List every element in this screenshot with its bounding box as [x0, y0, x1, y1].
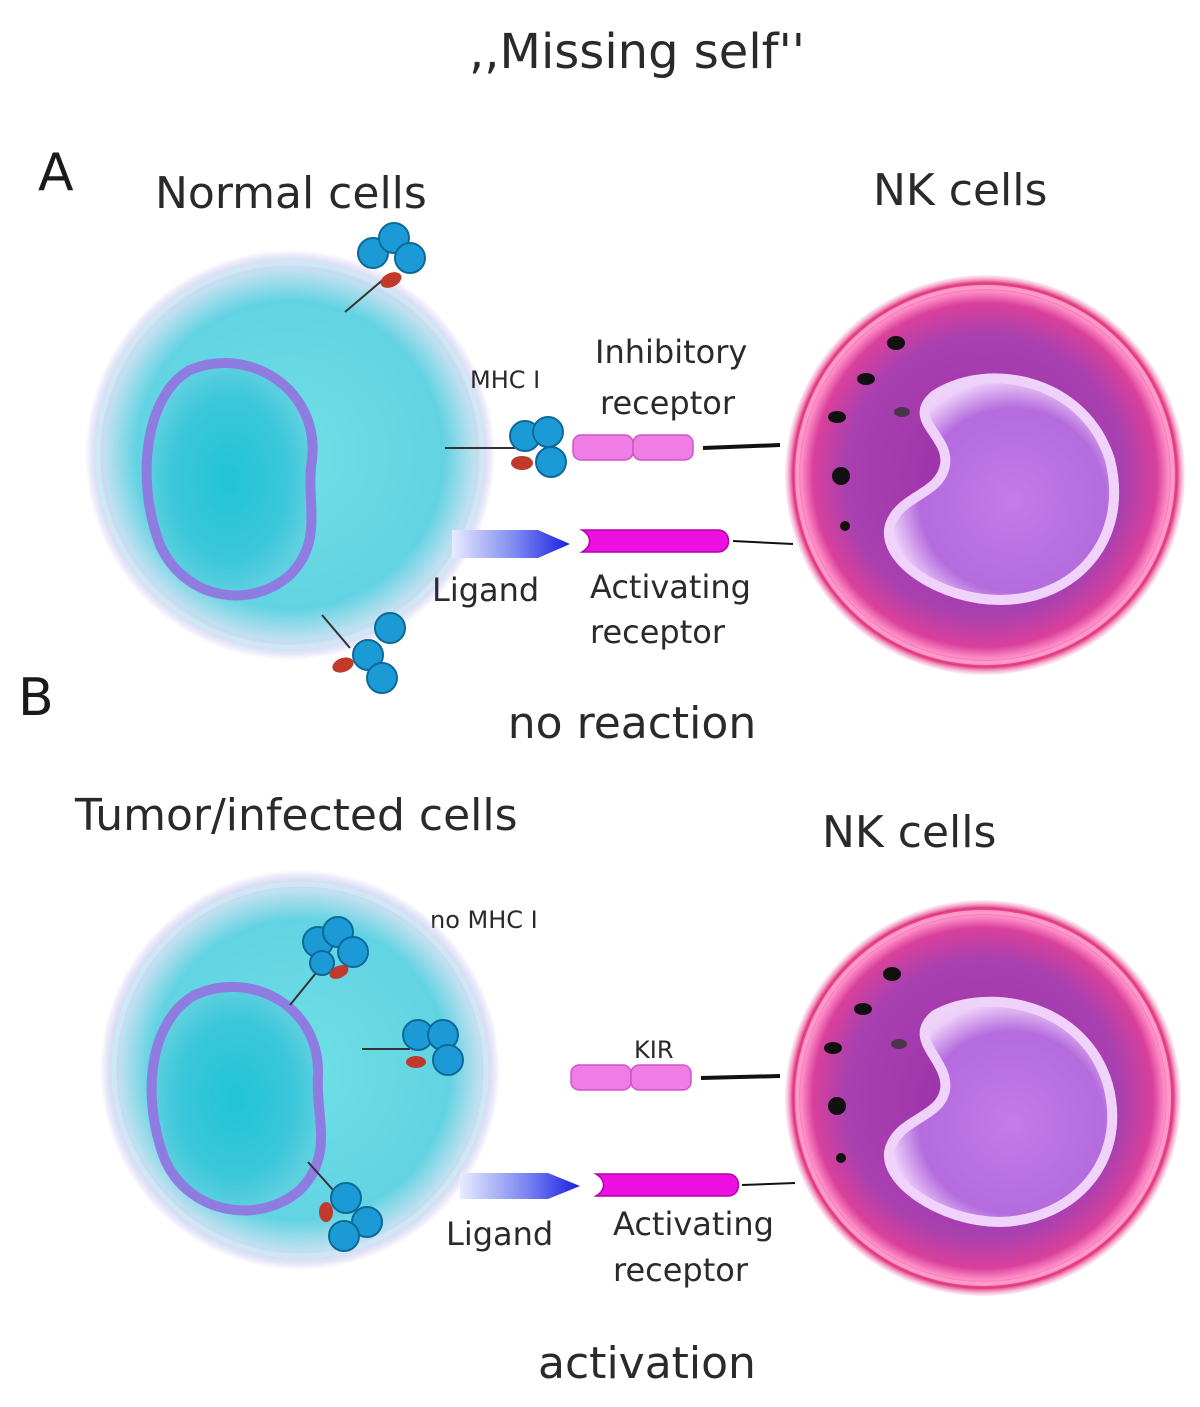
tumor-cell-b — [100, 870, 500, 1270]
panel-b-letter: B — [18, 668, 54, 728]
outcome-no-reaction: no reaction — [508, 698, 756, 749]
ligand-label-b: Ligand — [446, 1215, 553, 1253]
mhc-cluster-bottom-a — [321, 612, 406, 694]
inhibitory-receptor-line1: Inhibitory — [595, 333, 747, 371]
nk-nucleus-a — [883, 373, 1120, 606]
kir-label: KIR — [634, 1036, 674, 1064]
mhc-cluster-mid-a — [445, 416, 567, 478]
diagram-title: ,,Missing self'' — [469, 24, 805, 80]
normal-cell-a — [85, 250, 495, 660]
inhibitory-receptor-line2: receptor — [600, 384, 736, 422]
nk-cells-label-b: NK cells — [822, 807, 996, 858]
ligand-label-a: Ligand — [432, 571, 539, 609]
mhc-cluster-mid-b — [362, 1019, 464, 1076]
mhc-cluster-bottom-b — [307, 1161, 383, 1252]
mhc-cluster-top-a — [344, 222, 426, 313]
activating-receptor-b — [593, 1173, 796, 1197]
normal-cells-label: Normal cells — [155, 168, 427, 219]
nucleus-b — [146, 982, 326, 1216]
ligand-a — [452, 530, 570, 558]
tumor-cells-label: Tumor/infected cells — [74, 790, 518, 841]
activating-receptor-line1-b: Activating — [613, 1205, 774, 1243]
inhibitory-receptor-a — [572, 434, 781, 461]
ligand-b — [460, 1173, 580, 1199]
nk-cell-b — [785, 900, 1181, 1296]
outcome-activation: activation — [538, 1338, 756, 1389]
nk-nucleus-b — [883, 996, 1118, 1228]
no-mhc-label: no MHC I — [430, 906, 538, 934]
activating-receptor-line2-b: receptor — [613, 1251, 749, 1289]
activating-receptor-line1-a: Activating — [590, 568, 751, 606]
mhc-label: MHC I — [470, 366, 540, 394]
activating-receptor-a — [579, 529, 794, 553]
kir-receptor-b — [570, 1064, 781, 1091]
activating-receptor-line2-a: receptor — [590, 613, 726, 651]
nucleus-a — [141, 358, 318, 601]
nk-cell-a — [785, 275, 1185, 675]
panel-a-letter: A — [38, 143, 74, 203]
nk-cells-label-a: NK cells — [873, 165, 1047, 216]
mhc-cluster-top-b — [289, 916, 369, 1006]
